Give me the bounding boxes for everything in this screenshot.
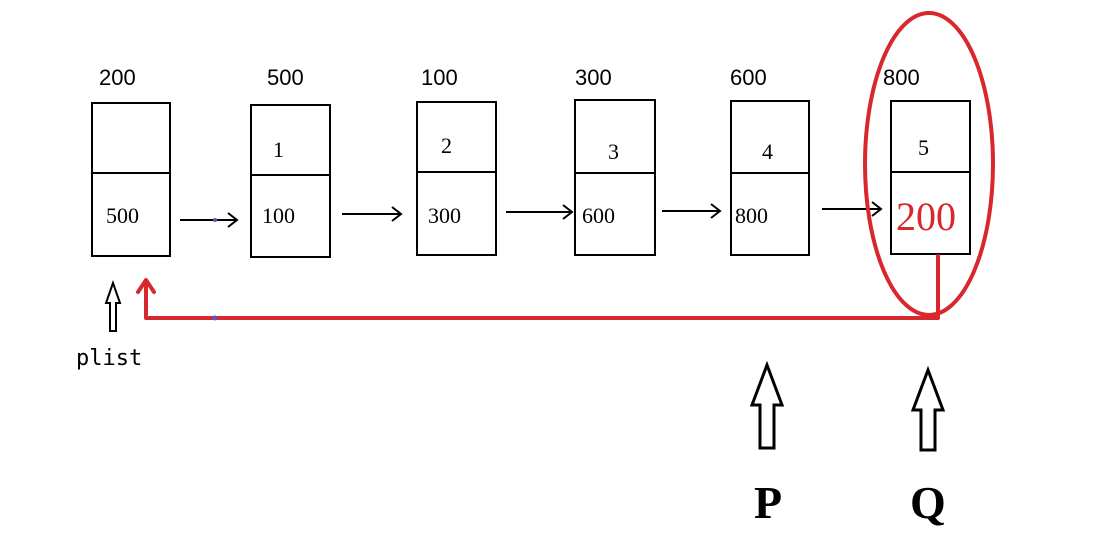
node-4-data: 4	[762, 139, 773, 164]
node-2-box	[416, 101, 497, 256]
node-1-address: 500	[267, 65, 304, 90]
dot-marker	[213, 218, 217, 222]
node-0-address: 200	[99, 65, 136, 90]
arrow-4-5	[822, 201, 883, 217]
node-0-next: 500	[106, 203, 139, 228]
head-pointer-label: plist	[76, 346, 143, 371]
node-5-address: 800	[883, 65, 920, 90]
last-node-highlight	[863, 11, 995, 317]
p-arrow	[749, 360, 785, 450]
node-5-data: 5	[918, 135, 929, 160]
node-3-data: 3	[608, 139, 619, 164]
node-4-next: 800	[735, 203, 768, 228]
plist-arrow	[104, 279, 122, 332]
node-3-next: 600	[582, 203, 615, 228]
node-1-box	[250, 104, 331, 258]
node-2-data: 2	[441, 133, 452, 158]
q-pointer-label: Q	[910, 477, 946, 528]
node-2-address: 100	[421, 65, 458, 90]
arrow-2-3	[506, 204, 574, 220]
node-4-address: 600	[730, 65, 767, 90]
dot-marker	[212, 315, 218, 321]
node-3-box	[574, 99, 656, 256]
node-2-next: 300	[428, 203, 461, 228]
node-0-box	[91, 102, 171, 257]
next-arrows	[180, 201, 883, 228]
node-1-next: 100	[262, 203, 295, 228]
node-5-next: 200	[896, 194, 956, 239]
q-arrow	[910, 365, 946, 452]
node-5-box	[890, 100, 971, 255]
circular-link-arrow	[136, 254, 940, 320]
node-3-address: 300	[575, 65, 612, 90]
node-4-box	[730, 100, 810, 256]
arrow-1-2	[342, 206, 403, 222]
p-pointer-label: P	[754, 477, 783, 528]
node-1-data: 1	[273, 137, 284, 162]
arrow-3-4	[662, 203, 722, 219]
arrow-0-1	[180, 212, 239, 228]
